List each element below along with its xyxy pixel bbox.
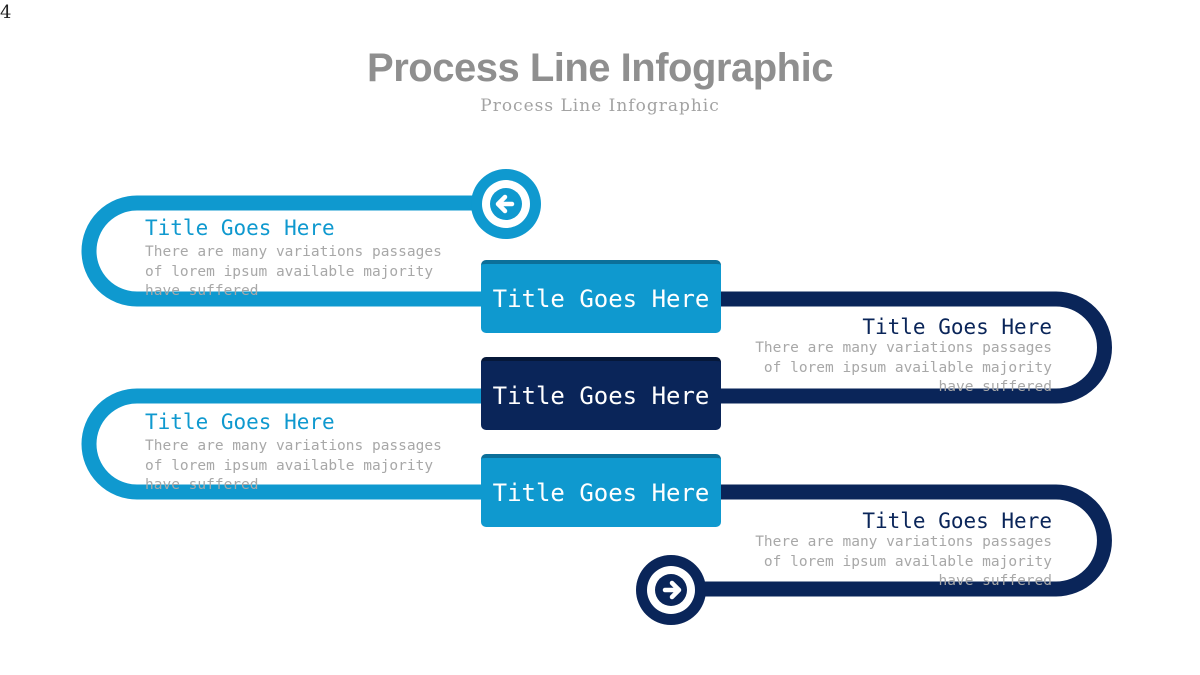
arrow-right-icon [647,566,695,614]
start-arrow-button[interactable] [471,169,541,239]
end-arrow-button[interactable] [636,555,706,625]
center-box-label: Title Goes Here [492,478,710,507]
process-path-light-top [81,195,505,307]
center-box-3[interactable]: Title Goes Here [481,454,721,527]
step-1-title: Title Goes Here [145,216,335,240]
center-box-1[interactable]: Title Goes Here [481,260,721,333]
center-box-2[interactable]: Title Goes Here [481,357,721,430]
step-4-title: Title Goes Here [862,509,1052,533]
slide-number: 4 [0,2,12,23]
step-4-description: There are many variations passages of lo… [755,534,1052,589]
step-3-description: There are many variations passages of lo… [145,438,442,493]
step-2-description: There are many variations passages of lo… [755,340,1052,395]
center-box-label: Title Goes Here [492,284,710,313]
page-subtitle: Process Line Infographic [480,96,720,116]
step-3-title: Title Goes Here [145,410,335,434]
process-path-dark-bottom [671,484,1112,597]
process-path-dark-top [712,291,1112,404]
process-path-light-bottom [81,388,490,500]
arrow-left-icon [482,180,530,228]
step-1-description: There are many variations passages of lo… [145,244,442,299]
page-title: Process Line Infographic [367,46,833,90]
center-box-label: Title Goes Here [492,381,710,410]
step-2-title: Title Goes Here [862,315,1052,339]
